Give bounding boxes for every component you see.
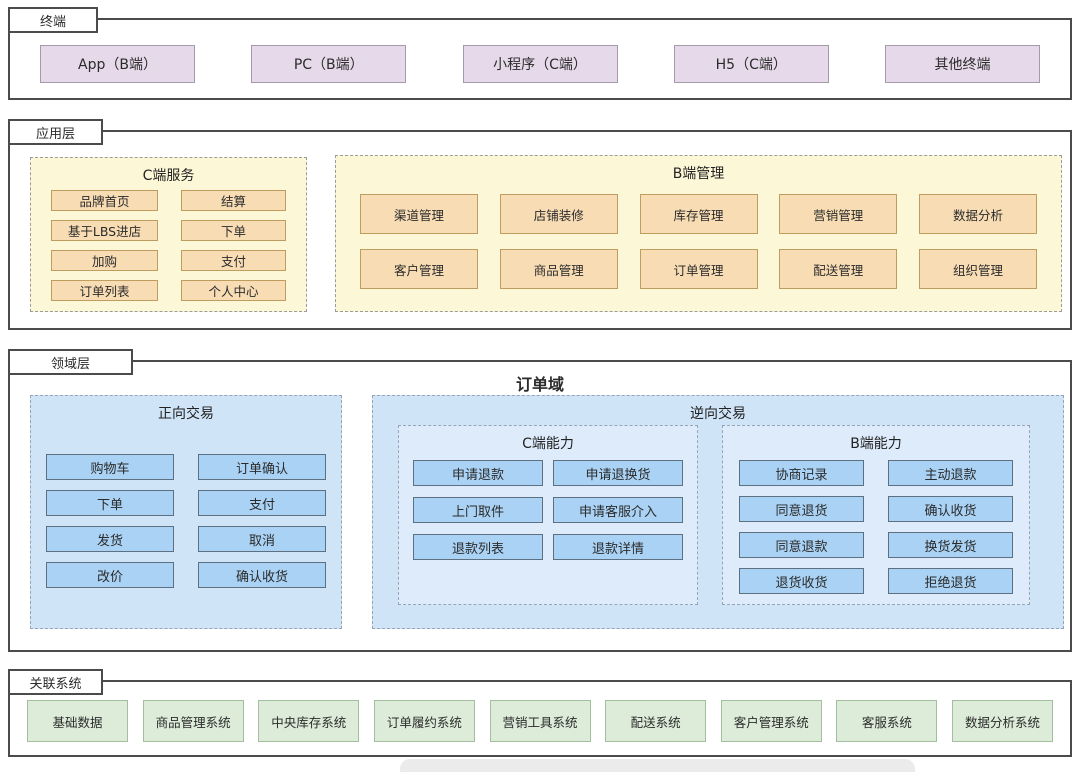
application-layer-label: 应用层 bbox=[35, 126, 75, 142]
c-service-add-cart: 加购 bbox=[51, 250, 158, 271]
system-central-inventory: 中央库存系统 bbox=[258, 700, 360, 742]
b-mgmt-customer: 客户管理 bbox=[360, 249, 478, 289]
c-cap-refund-list: 退款列表 bbox=[413, 534, 543, 560]
c-cap-cs-intervene: 申请客服介入 bbox=[553, 497, 683, 523]
system-customer-mgmt: 客户管理系统 bbox=[720, 700, 822, 742]
domain-layer-label: 领域层 bbox=[50, 356, 90, 372]
c-services-grid: 品牌首页 结算 基于LBS进店 下单 加购 支付 订单列表 个人中心 bbox=[31, 190, 306, 301]
b-cap-negotiation-log: 协商记录 bbox=[739, 460, 864, 486]
b-cap-active-refund: 主动退款 bbox=[888, 460, 1013, 486]
b-cap-exchange-ship: 换货发货 bbox=[888, 532, 1013, 558]
domain-layer: 领域层 订单域 正向交易 购物车 订单确认 下单 支付 发货 取消 改价 确认收… bbox=[8, 349, 1072, 652]
b-mgmt-inventory: 库存管理 bbox=[639, 194, 758, 234]
system-data-analytics: 数据分析系统 bbox=[952, 700, 1053, 742]
b-mgmt-analytics: 数据分析 bbox=[919, 194, 1037, 234]
c-service-brand-home: 品牌首页 bbox=[51, 190, 158, 211]
order-domain-title: 订单域 bbox=[515, 375, 564, 394]
c-cap-refund-detail: 退款详情 bbox=[553, 534, 683, 560]
related-systems-label: 关联系统 bbox=[29, 676, 82, 692]
b-cap-confirm-receipt: 确认收货 bbox=[888, 496, 1013, 522]
c-services-title: C端服务 bbox=[142, 168, 195, 184]
reverse-trade-panel: 逆向交易 C端能力 申请退款 申请退换货 上门取件 申请客服介入 退款列表 退款… bbox=[372, 395, 1064, 629]
forward-pay: 支付 bbox=[198, 490, 326, 516]
b-mgmt-marketing: 营销管理 bbox=[779, 194, 898, 234]
related-systems-row: 基础数据 商品管理系统 中央库存系统 订单履约系统 营销工具系统 配送系统 客户… bbox=[10, 700, 1070, 742]
terminal-box-app-b: App（B端） bbox=[40, 45, 195, 83]
forward-order-confirm: 订单确认 bbox=[198, 454, 326, 480]
b-management-title: B端管理 bbox=[672, 166, 725, 182]
forward-place-order: 下单 bbox=[46, 490, 174, 516]
c-cap-apply-return: 申请退换货 bbox=[553, 460, 683, 486]
system-base-data: 基础数据 bbox=[27, 700, 128, 742]
forward-confirm-receipt: 确认收货 bbox=[198, 562, 326, 588]
b-capability-grid: 协商记录 主动退款 同意退货 确认收货 同意退款 换货发货 退货收货 拒绝退货 bbox=[723, 460, 1029, 594]
terminal-row: App（B端） PC（B端） 小程序（C端） H5（C端） 其他终端 bbox=[10, 45, 1070, 83]
b-mgmt-shop-deco: 店铺装修 bbox=[499, 194, 618, 234]
c-service-user-center: 个人中心 bbox=[181, 280, 286, 301]
application-layer-tab: 应用层 bbox=[8, 119, 103, 145]
c-service-pay: 支付 bbox=[181, 250, 286, 271]
forward-cart: 购物车 bbox=[46, 454, 174, 480]
b-mgmt-order: 订单管理 bbox=[639, 249, 758, 289]
c-cap-door-pickup: 上门取件 bbox=[413, 497, 543, 523]
b-capability-title: B端能力 bbox=[850, 436, 902, 452]
b-cap-return-receive: 退货收货 bbox=[739, 568, 864, 594]
c-capability-panel: C端能力 申请退款 申请退换货 上门取件 申请客服介入 退款列表 退款详情 bbox=[398, 425, 698, 605]
forward-trade-panel: 正向交易 购物车 订单确认 下单 支付 发货 取消 改价 确认收货 bbox=[30, 395, 342, 629]
b-mgmt-product: 商品管理 bbox=[499, 249, 618, 289]
c-service-lbs-entry: 基于LBS进店 bbox=[51, 220, 158, 241]
b-mgmt-org: 组织管理 bbox=[919, 249, 1037, 289]
terminal-box-pc-b: PC（B端） bbox=[251, 45, 407, 83]
system-delivery: 配送系统 bbox=[605, 700, 707, 742]
system-marketing-tools: 营销工具系统 bbox=[489, 700, 591, 742]
system-customer-service: 客服系统 bbox=[836, 700, 938, 742]
c-services-panel: C端服务 品牌首页 结算 基于LBS进店 下单 加购 支付 订单列表 个人中心 bbox=[30, 157, 307, 312]
bottom-scroll-bar bbox=[400, 759, 915, 772]
system-product-mgmt: 商品管理系统 bbox=[142, 700, 244, 742]
c-capability-grid: 申请退款 申请退换货 上门取件 申请客服介入 退款列表 退款详情 bbox=[399, 460, 697, 560]
forward-ship: 发货 bbox=[46, 526, 174, 552]
c-service-checkout: 结算 bbox=[181, 190, 286, 211]
b-mgmt-channel: 渠道管理 bbox=[360, 194, 478, 234]
reverse-trade-title: 逆向交易 bbox=[690, 406, 746, 422]
c-service-order-list: 订单列表 bbox=[51, 280, 158, 301]
b-management-grid: 渠道管理 店铺装修 库存管理 营销管理 数据分析 客户管理 商品管理 订单管理 … bbox=[336, 194, 1061, 289]
domain-layer-tab: 领域层 bbox=[8, 349, 133, 375]
system-order-fulfillment: 订单履约系统 bbox=[373, 700, 475, 742]
b-management-panel: B端管理 渠道管理 店铺装修 库存管理 营销管理 数据分析 客户管理 商品管理 … bbox=[335, 155, 1062, 312]
related-systems-layer: 关联系统 基础数据 商品管理系统 中央库存系统 订单履约系统 营销工具系统 配送… bbox=[8, 669, 1072, 757]
b-capability-panel: B端能力 协商记录 主动退款 同意退货 确认收货 同意退款 换货发货 退货收货 … bbox=[722, 425, 1030, 605]
c-service-place-order: 下单 bbox=[181, 220, 286, 241]
terminal-layer-label: 终端 bbox=[39, 14, 66, 30]
b-cap-reject-return: 拒绝退货 bbox=[888, 568, 1013, 594]
forward-trade-title: 正向交易 bbox=[158, 406, 214, 422]
terminal-layer-tab: 终端 bbox=[8, 7, 98, 33]
b-mgmt-delivery: 配送管理 bbox=[779, 249, 898, 289]
c-capability-title: C端能力 bbox=[522, 436, 574, 452]
application-layer: 应用层 C端服务 品牌首页 结算 基于LBS进店 下单 加购 支付 订单列表 个… bbox=[8, 119, 1072, 330]
b-cap-agree-refund: 同意退款 bbox=[739, 532, 864, 558]
terminal-box-h5-c: H5（C端） bbox=[673, 45, 829, 83]
forward-trade-grid: 购物车 订单确认 下单 支付 发货 取消 改价 确认收货 bbox=[31, 454, 341, 588]
related-systems-tab: 关联系统 bbox=[8, 669, 103, 695]
terminal-box-other: 其他终端 bbox=[885, 45, 1040, 83]
forward-cancel: 取消 bbox=[198, 526, 326, 552]
terminal-layer: 终端 App（B端） PC（B端） 小程序（C端） H5（C端） 其他终端 bbox=[8, 7, 1072, 100]
forward-reprice: 改价 bbox=[46, 562, 174, 588]
terminal-box-mini-c: 小程序（C端） bbox=[462, 45, 618, 83]
b-cap-agree-return: 同意退货 bbox=[739, 496, 864, 522]
c-cap-apply-refund: 申请退款 bbox=[413, 460, 543, 486]
